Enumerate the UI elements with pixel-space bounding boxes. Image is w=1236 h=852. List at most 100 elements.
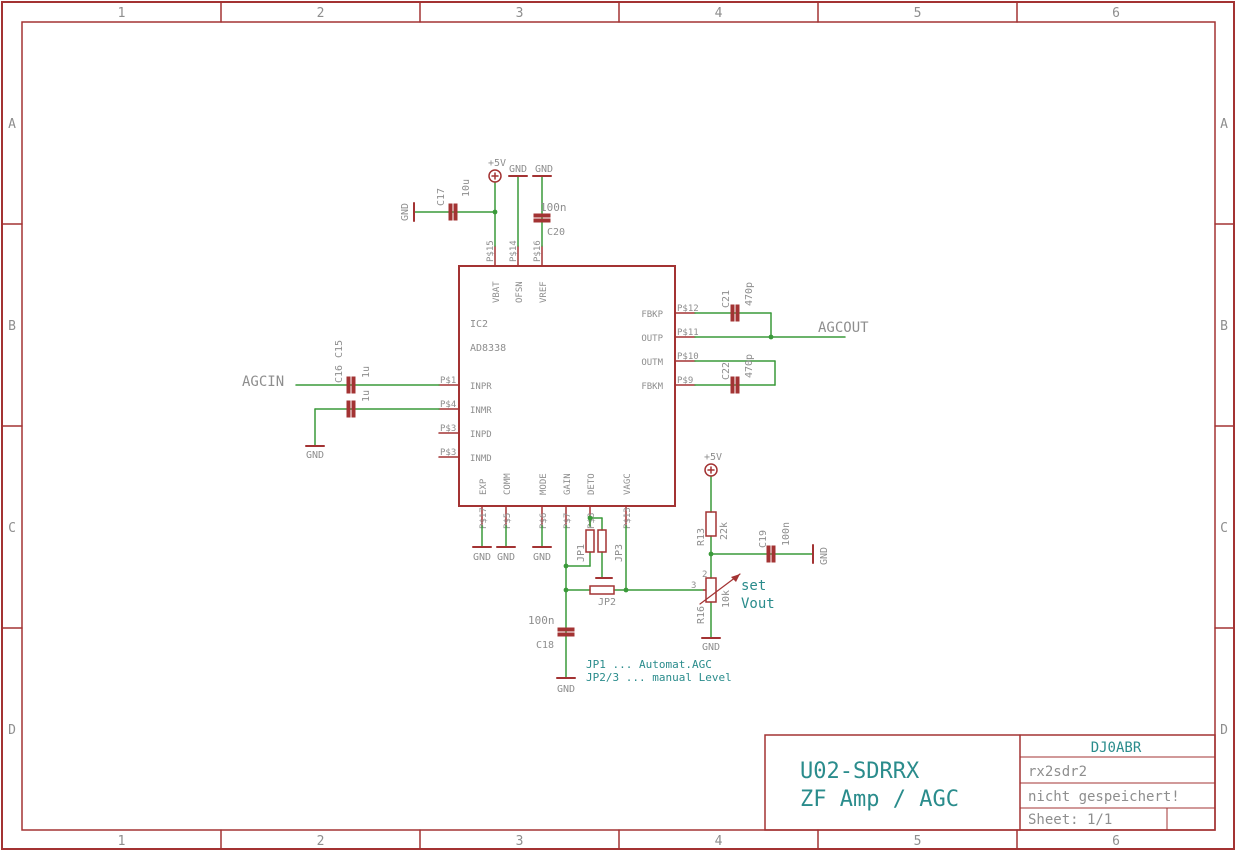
pin-pad: P$10 bbox=[677, 352, 699, 362]
c16-value: 1u bbox=[361, 390, 372, 402]
gnd-label: GND bbox=[533, 552, 551, 563]
c15-value: 1u bbox=[361, 366, 372, 378]
pin-name: EXP bbox=[479, 478, 489, 495]
pot-pin2: 2 bbox=[702, 570, 707, 580]
cap-plate bbox=[351, 400, 356, 418]
title-line2: ZF Amp / AGC bbox=[800, 787, 959, 812]
col-label-bottom: 3 bbox=[516, 834, 524, 849]
cap-plate bbox=[346, 400, 351, 418]
cap-plate bbox=[730, 304, 735, 322]
gnd-label: GND bbox=[473, 552, 491, 563]
inner-border bbox=[21, 21, 1216, 831]
pin-pad: P$12 bbox=[677, 304, 699, 314]
pin-name: OUTP bbox=[641, 334, 663, 344]
pin-name: COMM bbox=[503, 473, 513, 495]
ic-ad8338[interactable]: IC2AD8338P$15VBATP$14OFSNP$16VREFP$1INPR… bbox=[438, 240, 699, 529]
vcc-label: +5V bbox=[488, 158, 506, 169]
parts-layer: GND bbox=[305, 169, 814, 679]
pin-pad: P$14 bbox=[509, 240, 519, 262]
cap-plate bbox=[346, 376, 351, 394]
c18-value: 100n bbox=[528, 614, 555, 627]
r13-body bbox=[705, 511, 717, 537]
c15-name: C15 bbox=[334, 340, 345, 358]
pin-pad: P$6 bbox=[539, 513, 549, 529]
vcc-symbol bbox=[488, 169, 502, 183]
pin-pad: P$11 bbox=[677, 328, 699, 338]
cap-plate bbox=[351, 376, 356, 394]
pin-name: INPD bbox=[470, 430, 492, 440]
col-label-top: 4 bbox=[715, 6, 723, 21]
pin-pad: P$9 bbox=[677, 376, 693, 386]
pin-pad: P$3 bbox=[440, 424, 456, 434]
pin-pad: P$16 bbox=[533, 240, 543, 262]
r16-name: R16 bbox=[696, 606, 707, 624]
col-label-bottom: 2 bbox=[317, 834, 325, 849]
col-label-bottom: 1 bbox=[118, 834, 126, 849]
cap-plate bbox=[771, 545, 776, 563]
col-label-top: 3 bbox=[516, 6, 524, 21]
cap-plate bbox=[766, 545, 771, 563]
c17-name: C17 bbox=[436, 188, 447, 206]
pin-pad: P$13 bbox=[623, 507, 633, 529]
pin-pad: P$5 bbox=[503, 513, 513, 529]
cap-plate bbox=[453, 203, 458, 221]
pin-name: VBAT bbox=[492, 281, 502, 303]
pin-name: OFSN bbox=[515, 281, 525, 303]
c17-value: 10u bbox=[461, 179, 472, 197]
tb-save-state: nicht gespeichert! bbox=[1028, 789, 1180, 805]
col-label-top: 6 bbox=[1112, 6, 1120, 21]
pin-name: VREF bbox=[539, 281, 549, 303]
pin-name: MODE bbox=[539, 473, 549, 495]
row-label-right: D bbox=[1220, 723, 1228, 738]
note-jp23: JP2/3 ... manual Level bbox=[586, 671, 732, 684]
c22-name: C22 bbox=[721, 362, 732, 380]
gnd-label: GND bbox=[702, 642, 720, 653]
pin-name: INPR bbox=[470, 382, 492, 392]
c19-name: C19 bbox=[758, 530, 769, 548]
net-label-agcin: AGCIN bbox=[242, 374, 284, 390]
pin-pad: P$7 bbox=[563, 513, 573, 529]
pin-name: DETO bbox=[587, 473, 597, 495]
ic-body bbox=[458, 265, 676, 507]
r13-name: R13 bbox=[696, 528, 707, 546]
pin-name: FBKM bbox=[641, 382, 663, 392]
title-line1: U02-SDRRX bbox=[800, 759, 920, 784]
gnd-label: GND bbox=[535, 164, 553, 175]
row-label-left: A bbox=[8, 117, 16, 132]
c20-value: 100n bbox=[540, 201, 567, 214]
gnd-label: GND bbox=[819, 547, 830, 565]
net-label-agcout: AGCOUT bbox=[818, 320, 869, 336]
col-label-top: 5 bbox=[914, 6, 922, 21]
row-label-left: B bbox=[8, 319, 16, 334]
cap-plate bbox=[735, 304, 740, 322]
r16-value: 10k bbox=[721, 590, 732, 608]
c21-name: C21 bbox=[721, 290, 732, 308]
c21-value: 470p bbox=[744, 282, 755, 306]
row-label-right: A bbox=[1220, 117, 1228, 132]
pin-name: OUTM bbox=[641, 358, 663, 368]
c19-value: 100n bbox=[781, 522, 792, 546]
gnd-label: GND bbox=[497, 552, 515, 563]
pin-pad: P$8 bbox=[587, 513, 597, 529]
pin-pad: P$15 bbox=[486, 240, 496, 262]
vcc-label: +5V bbox=[704, 452, 722, 463]
junction-dot bbox=[492, 209, 498, 215]
tb-author: DJ0ABR bbox=[1091, 740, 1142, 756]
row-label-right: C bbox=[1220, 521, 1228, 536]
pin-pad: P$17 bbox=[479, 507, 489, 529]
col-label-top: 1 bbox=[118, 6, 126, 21]
c20-name: C20 bbox=[547, 227, 565, 238]
note-set: set bbox=[741, 578, 766, 594]
r13-value: 22k bbox=[719, 522, 730, 540]
note-jp1: JP1 ... Automat.AGC bbox=[586, 658, 712, 671]
cap-plate bbox=[533, 218, 551, 223]
ic-value: AD8338 bbox=[470, 343, 506, 354]
col-label-bottom: 6 bbox=[1112, 834, 1120, 849]
gnd-label: GND bbox=[509, 164, 527, 175]
pot-pin3: 3 bbox=[691, 581, 696, 591]
cap-plate bbox=[730, 376, 735, 394]
